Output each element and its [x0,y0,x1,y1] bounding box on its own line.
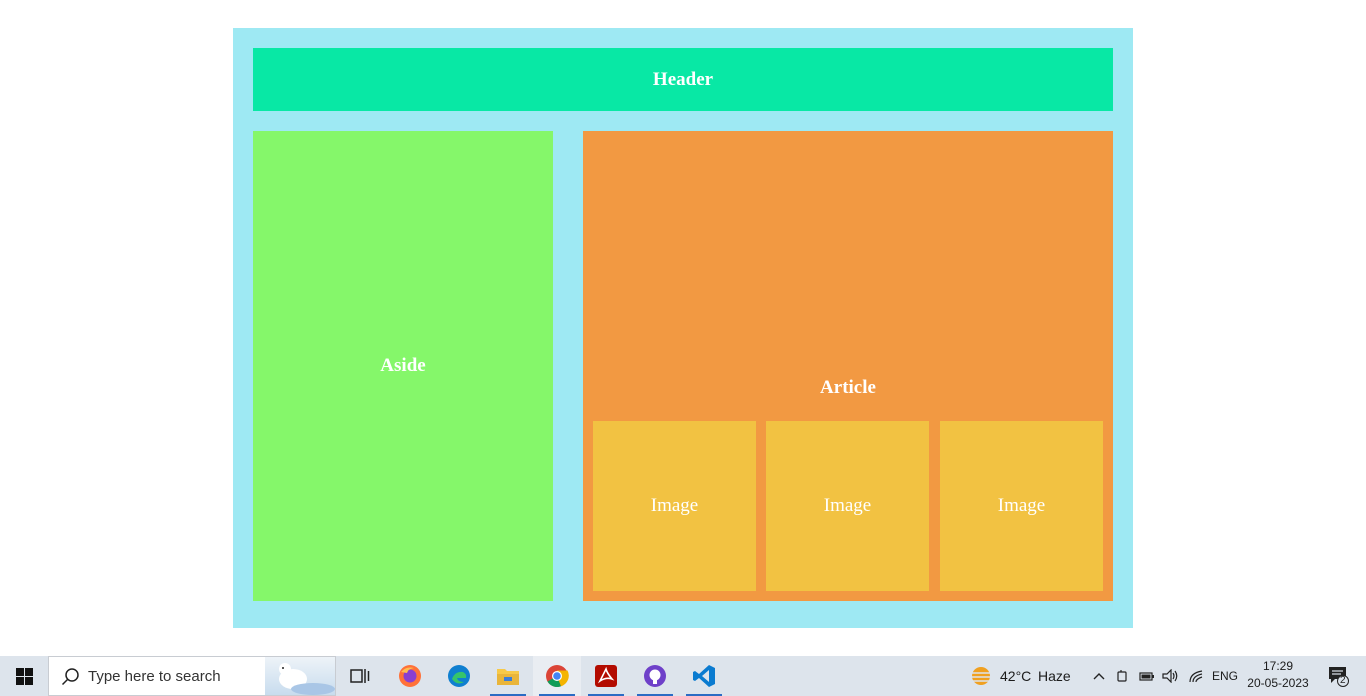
weather-widget-icon-wrap[interactable] [966,656,996,696]
chevron-up-icon [1093,673,1105,680]
article-section: Article Image Image Image [583,131,1113,601]
taskbar-github-desktop[interactable] [631,656,679,696]
haze-weather-icon [971,667,991,685]
taskbar-search-box[interactable]: Type here to search [48,656,336,696]
windows-logo-icon [15,667,33,685]
search-placeholder: Type here to search [88,668,221,685]
notification-center-button[interactable]: 2 [1320,656,1356,696]
weather-description[interactable]: Haze [1038,668,1071,684]
article-label-wrap: Article [583,377,1113,399]
notification-count-badge: 2 [1340,675,1346,686]
file-explorer-icon [497,669,519,685]
taskbar-vscode[interactable] [680,656,728,696]
aside-section: Aside [253,131,553,601]
header-section: Header [253,48,1113,111]
meet-now-button[interactable] [1114,656,1132,696]
search-highlight-polar-bear-icon [265,657,335,695]
taskbar-firefox[interactable] [386,656,434,696]
image-label: Image [997,495,1046,516]
taskbar: Type here to search [0,656,1366,696]
battery-icon [1139,672,1154,681]
clock-date: 20-05-2023 [1247,676,1309,690]
edge-icon [448,665,470,687]
image-label: Image [650,495,699,516]
task-view-button[interactable] [336,656,384,696]
volume-button[interactable] [1161,656,1181,696]
clock-time: 17:29 [1262,659,1294,673]
notification-icon [1329,667,1349,687]
speaker-icon [1162,669,1178,683]
search-icon [61,668,79,686]
clock-button[interactable]: 17:29 20-05-2023 [1240,658,1316,692]
firefox-icon [399,665,421,687]
aside-label: Aside [380,355,426,376]
layout-container: Header Aside Article Image Image Image [233,28,1133,628]
image-box-1: Image [593,421,756,591]
running-indicator [539,694,575,696]
weather-temperature[interactable]: 42°C [1000,668,1032,684]
image-box-3: Image [940,421,1103,591]
chrome-icon [546,665,569,687]
article-label: Article [820,377,876,398]
vscode-icon [693,665,715,687]
acrobat-icon [595,665,617,687]
taskbar-edge[interactable] [435,656,483,696]
github-desktop-icon [644,665,666,687]
battery-button[interactable] [1138,656,1156,696]
running-indicator [637,694,673,696]
taskbar-chrome[interactable] [533,656,581,696]
running-indicator [490,694,526,696]
show-hidden-icons-button[interactable] [1090,656,1108,696]
network-button[interactable] [1186,656,1206,696]
running-indicator [686,694,722,696]
image-box-2: Image [766,421,929,591]
header-label: Header [652,68,714,90]
start-button[interactable] [0,656,48,696]
taskbar-acrobat[interactable] [582,656,630,696]
camera-icon [1117,670,1127,682]
task-view-icon [350,669,370,683]
image-label: Image [823,495,872,516]
running-indicator [588,694,624,696]
input-language[interactable]: ENG [1212,669,1239,683]
taskbar-file-explorer[interactable] [484,656,532,696]
wifi-icon [1189,670,1203,683]
